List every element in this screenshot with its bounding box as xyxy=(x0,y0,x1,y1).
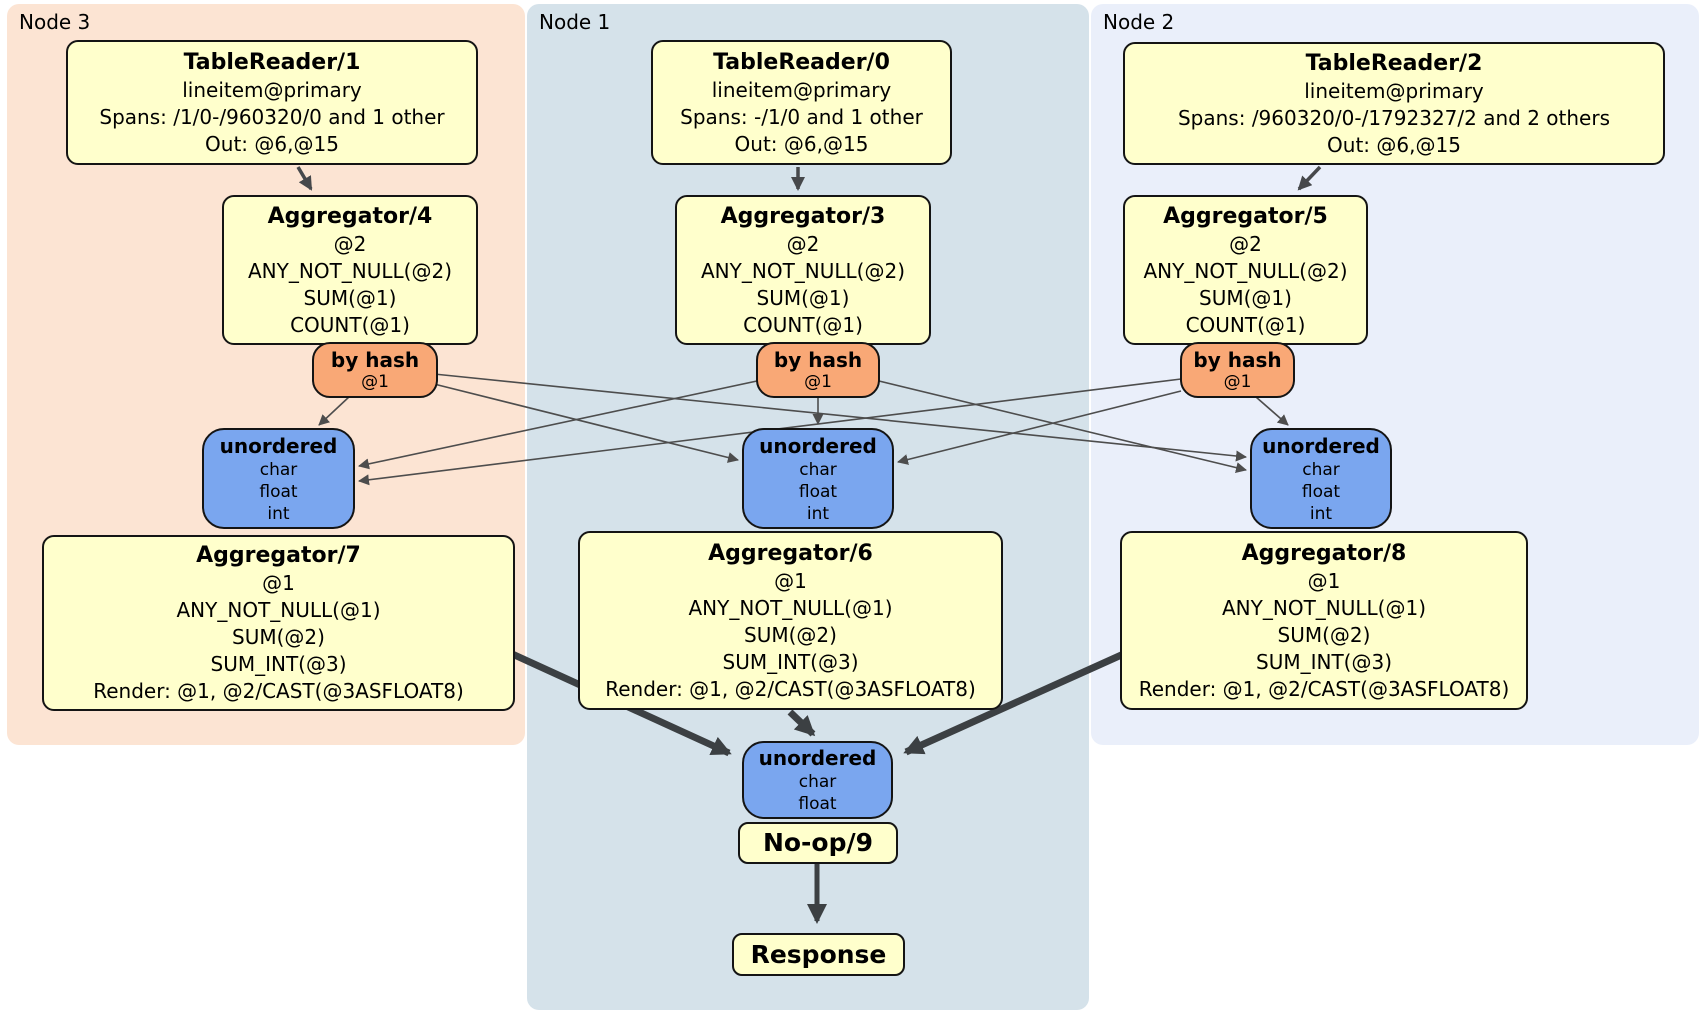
processor-tablereader-1: TableReader/1 lineitem@primary Spans: /1… xyxy=(66,40,478,165)
sync-unordered-final: unordered char float xyxy=(742,741,893,819)
processor-tablereader-0: TableReader/0 lineitem@primary Spans: -/… xyxy=(651,40,952,165)
router-key: @1 xyxy=(804,372,832,392)
box-line: @2 xyxy=(333,231,367,256)
sync-unordered-node2: unordered char float int xyxy=(1250,428,1392,529)
box-line: ANY_NOT_NULL(@1) xyxy=(688,595,893,620)
box-line: ANY_NOT_NULL(@2) xyxy=(1143,258,1348,283)
box-line: SUM_INT(@3) xyxy=(210,652,347,676)
box-line: @1 xyxy=(1307,568,1341,593)
edges-router-to-sync xyxy=(318,373,1289,486)
sync-type: char xyxy=(798,772,837,792)
processor-aggregator-5: Aggregator/5 @2 ANY_NOT_NULL(@2) SUM(@1)… xyxy=(1123,195,1368,345)
sync-type: char xyxy=(1302,459,1340,480)
sync-type: float xyxy=(798,481,838,502)
router-label: by hash xyxy=(773,348,863,372)
box-line: SUM(@2) xyxy=(1277,622,1371,647)
box-title: No-op/9 xyxy=(762,828,874,857)
sync-type: int xyxy=(806,503,830,524)
processor-aggregator-8: Aggregator/8 @1 ANY_NOT_NULL(@1) SUM(@2)… xyxy=(1120,531,1528,710)
box-title: Aggregator/8 xyxy=(1241,540,1407,566)
box-title: Aggregator/4 xyxy=(267,203,433,229)
processor-aggregator-7: Aggregator/7 @1 ANY_NOT_NULL(@1) SUM(@2)… xyxy=(42,535,515,711)
sync-type: int xyxy=(267,503,290,524)
box-line: SUM(@2) xyxy=(744,622,837,647)
processor-tablereader-2: TableReader/2 lineitem@primary Spans: /9… xyxy=(1123,42,1665,165)
box-title: TableReader/2 xyxy=(1305,50,1483,76)
sync-type: char xyxy=(259,459,298,480)
box-line: Out: @6,@15 xyxy=(734,131,869,156)
router-key: @1 xyxy=(1223,372,1252,392)
box-line: SUM(@1) xyxy=(303,285,397,310)
node2-label: Node 2 xyxy=(1103,10,1175,34)
processor-noop-9: No-op/9 xyxy=(738,822,898,864)
router-by-hash-node3: by hash @1 xyxy=(312,342,438,398)
sync-label: unordered xyxy=(219,433,338,458)
router-label: by hash xyxy=(1193,348,1282,372)
box-line: Spans: /1/0-/960320/0 and 1 other xyxy=(99,104,445,129)
box-line: lineitem@primary xyxy=(182,77,362,102)
box-line: Spans: -/1/0 and 1 other xyxy=(680,104,923,129)
router-label: by hash xyxy=(330,348,420,372)
box-line: SUM_INT(@3) xyxy=(722,649,859,674)
sync-type: char xyxy=(799,459,837,480)
box-line: ANY_NOT_NULL(@1) xyxy=(176,598,381,622)
box-title: Aggregator/3 xyxy=(720,203,886,229)
box-title: TableReader/1 xyxy=(183,49,361,75)
box-line: ANY_NOT_NULL(@2) xyxy=(248,258,452,283)
box-line: Render: @1, @2/CAST(@3ASFLOAT8) xyxy=(1138,676,1510,701)
box-line: Out: @6,@15 xyxy=(1327,132,1461,157)
sync-unordered-node1: unordered char float int xyxy=(742,428,894,529)
processor-aggregator-3: Aggregator/3 @2 ANY_NOT_NULL(@2) SUM(@1)… xyxy=(675,195,931,345)
response-box: Response xyxy=(732,933,905,976)
box-line: @1 xyxy=(774,568,807,593)
box-line: @2 xyxy=(1229,231,1262,256)
node1-label: Node 1 xyxy=(539,10,611,34)
sync-type: float xyxy=(1301,481,1341,502)
box-line: lineitem@primary xyxy=(711,77,892,102)
box-line: ANY_NOT_NULL(@2) xyxy=(701,258,905,283)
router-by-hash-node2: by hash @1 xyxy=(1180,342,1295,398)
sync-type: float xyxy=(798,794,837,814)
box-line: SUM(@2) xyxy=(232,625,325,649)
edges-tablereader-to-aggregator xyxy=(296,165,1322,191)
box-line: SUM_INT(@3) xyxy=(1256,649,1392,674)
sync-type: int xyxy=(1309,503,1333,524)
box-title: Aggregator/6 xyxy=(708,540,873,566)
processor-aggregator-6: Aggregator/6 @1 ANY_NOT_NULL(@1) SUM(@2)… xyxy=(578,531,1003,710)
box-title: TableReader/0 xyxy=(713,49,890,75)
processor-aggregator-4: Aggregator/4 @2 ANY_NOT_NULL(@2) SUM(@1)… xyxy=(222,195,478,345)
sync-label: unordered xyxy=(758,746,877,770)
box-line: COUNT(@1) xyxy=(1185,312,1306,337)
sync-label: unordered xyxy=(759,433,877,458)
box-line: lineitem@primary xyxy=(1304,78,1484,103)
box-title: Aggregator/5 xyxy=(1163,203,1328,229)
box-title: Response xyxy=(750,939,887,969)
sync-label: unordered xyxy=(1262,433,1380,458)
box-line: Spans: /960320/0-/1792327/2 and 2 others xyxy=(1177,105,1610,130)
router-key: @1 xyxy=(361,372,389,392)
box-title: Aggregator/7 xyxy=(196,543,361,568)
box-line: Render: @1, @2/CAST(@3ASFLOAT8) xyxy=(93,679,464,703)
box-line: Render: @1, @2/CAST(@3ASFLOAT8) xyxy=(605,676,976,701)
box-line: @1 xyxy=(262,571,295,595)
box-line: SUM(@1) xyxy=(756,285,850,310)
box-line: Out: @6,@15 xyxy=(205,131,339,156)
box-line: SUM(@1) xyxy=(1199,285,1292,310)
box-line: COUNT(@1) xyxy=(743,312,863,337)
box-line: COUNT(@1) xyxy=(290,312,410,337)
node3-label: Node 3 xyxy=(19,10,91,34)
box-line: ANY_NOT_NULL(@1) xyxy=(1222,595,1426,620)
box-line: @2 xyxy=(786,231,820,256)
router-by-hash-node1: by hash @1 xyxy=(756,342,880,398)
sync-unordered-node3: unordered char float int xyxy=(202,428,355,529)
sync-type: float xyxy=(259,481,298,502)
